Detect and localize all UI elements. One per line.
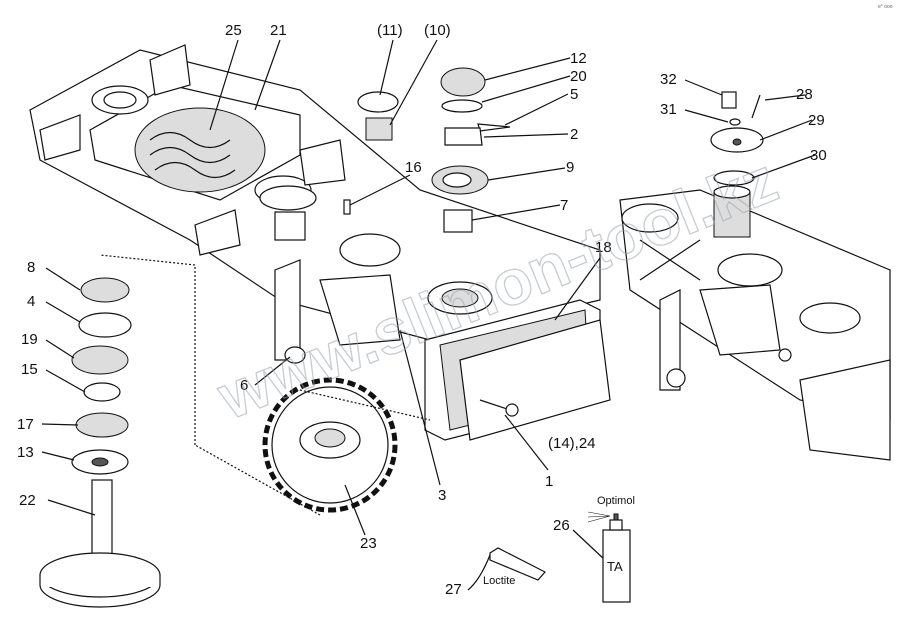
callout-label: 9 <box>566 159 574 176</box>
callout-label: 13 <box>17 444 34 461</box>
optimol-spray-can <box>587 511 631 603</box>
callout-label: 19 <box>21 331 38 348</box>
gear <box>262 377 398 513</box>
callout-label: (10) <box>424 22 451 39</box>
side-cover <box>424 299 611 441</box>
callout-label: 2 <box>570 126 578 143</box>
callout-label: 3 <box>438 487 446 504</box>
callout-label: 30 <box>810 147 827 164</box>
callout-label: 32 <box>660 71 677 88</box>
callout-label: 17 <box>17 416 34 433</box>
callout-label: 8 <box>27 259 35 276</box>
callout-label: 4 <box>27 293 35 310</box>
callout-label: 5 <box>570 86 578 103</box>
breather-parts <box>710 91 764 238</box>
callout-label: 25 <box>225 22 242 39</box>
callout-label: 22 <box>19 492 36 509</box>
callout-label: (11) <box>377 22 403 39</box>
loctite-tube <box>489 547 546 581</box>
left-bearing-stack <box>39 277 161 608</box>
callout-label: 28 <box>796 86 813 103</box>
callout-label: 15 <box>21 361 38 378</box>
callout-label: 12 <box>570 50 587 67</box>
callout-label: (14),24 <box>548 435 596 452</box>
callout-label: 27 <box>445 581 462 598</box>
callout-label: 20 <box>570 68 587 85</box>
callout-label: 31 <box>660 101 677 118</box>
callout-label: 29 <box>808 112 825 129</box>
ta-label: TA <box>607 559 623 574</box>
optimol-label: Optimol <box>597 495 635 507</box>
callout-label: 26 <box>553 517 570 534</box>
callout-label: 7 <box>560 197 568 214</box>
corner-mark: e° ooo <box>878 4 893 10</box>
callout-label: 6 <box>240 377 248 394</box>
leader-lines <box>41 39 816 591</box>
callout-label: 21 <box>270 22 287 39</box>
loctite-label: Loctite <box>483 575 515 587</box>
callout-label: 18 <box>595 239 612 256</box>
right-frame <box>619 189 891 461</box>
callout-label: 23 <box>360 535 377 552</box>
callout-label: 16 <box>405 159 422 176</box>
callout-label: 1 <box>545 473 553 490</box>
